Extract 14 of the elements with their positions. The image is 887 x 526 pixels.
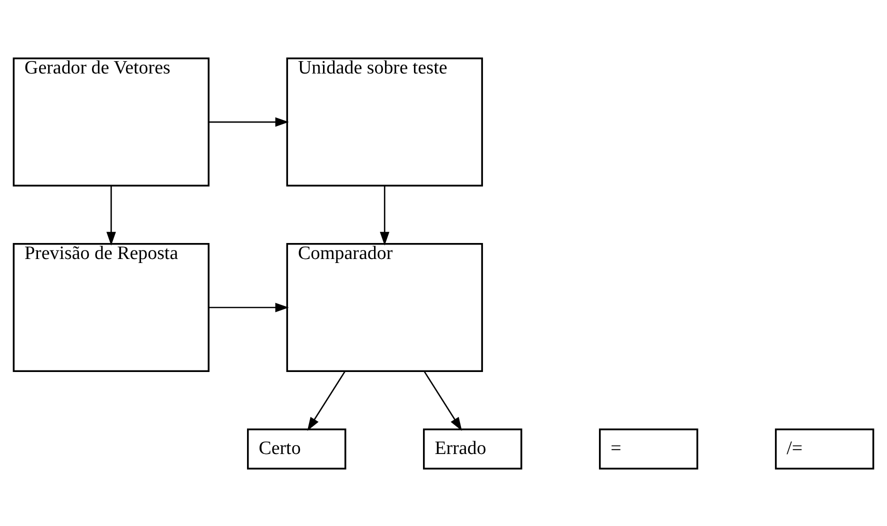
node-box: Errado	[423, 428, 522, 469]
arrow	[208, 116, 289, 126]
arrow	[380, 185, 390, 245]
node-box: /=	[774, 428, 874, 469]
arrow	[424, 370, 462, 430]
node-box: Certo	[247, 428, 346, 469]
arrow	[106, 185, 116, 245]
node-box: Comparador	[286, 242, 483, 372]
node-box: Gerador de Vetores	[12, 57, 210, 186]
node-box: Unidade sobre teste	[286, 57, 483, 186]
node-box: =	[598, 428, 698, 469]
node-box: Previsão de Reposta	[12, 242, 210, 372]
arrow	[307, 370, 346, 430]
arrow	[208, 302, 289, 312]
